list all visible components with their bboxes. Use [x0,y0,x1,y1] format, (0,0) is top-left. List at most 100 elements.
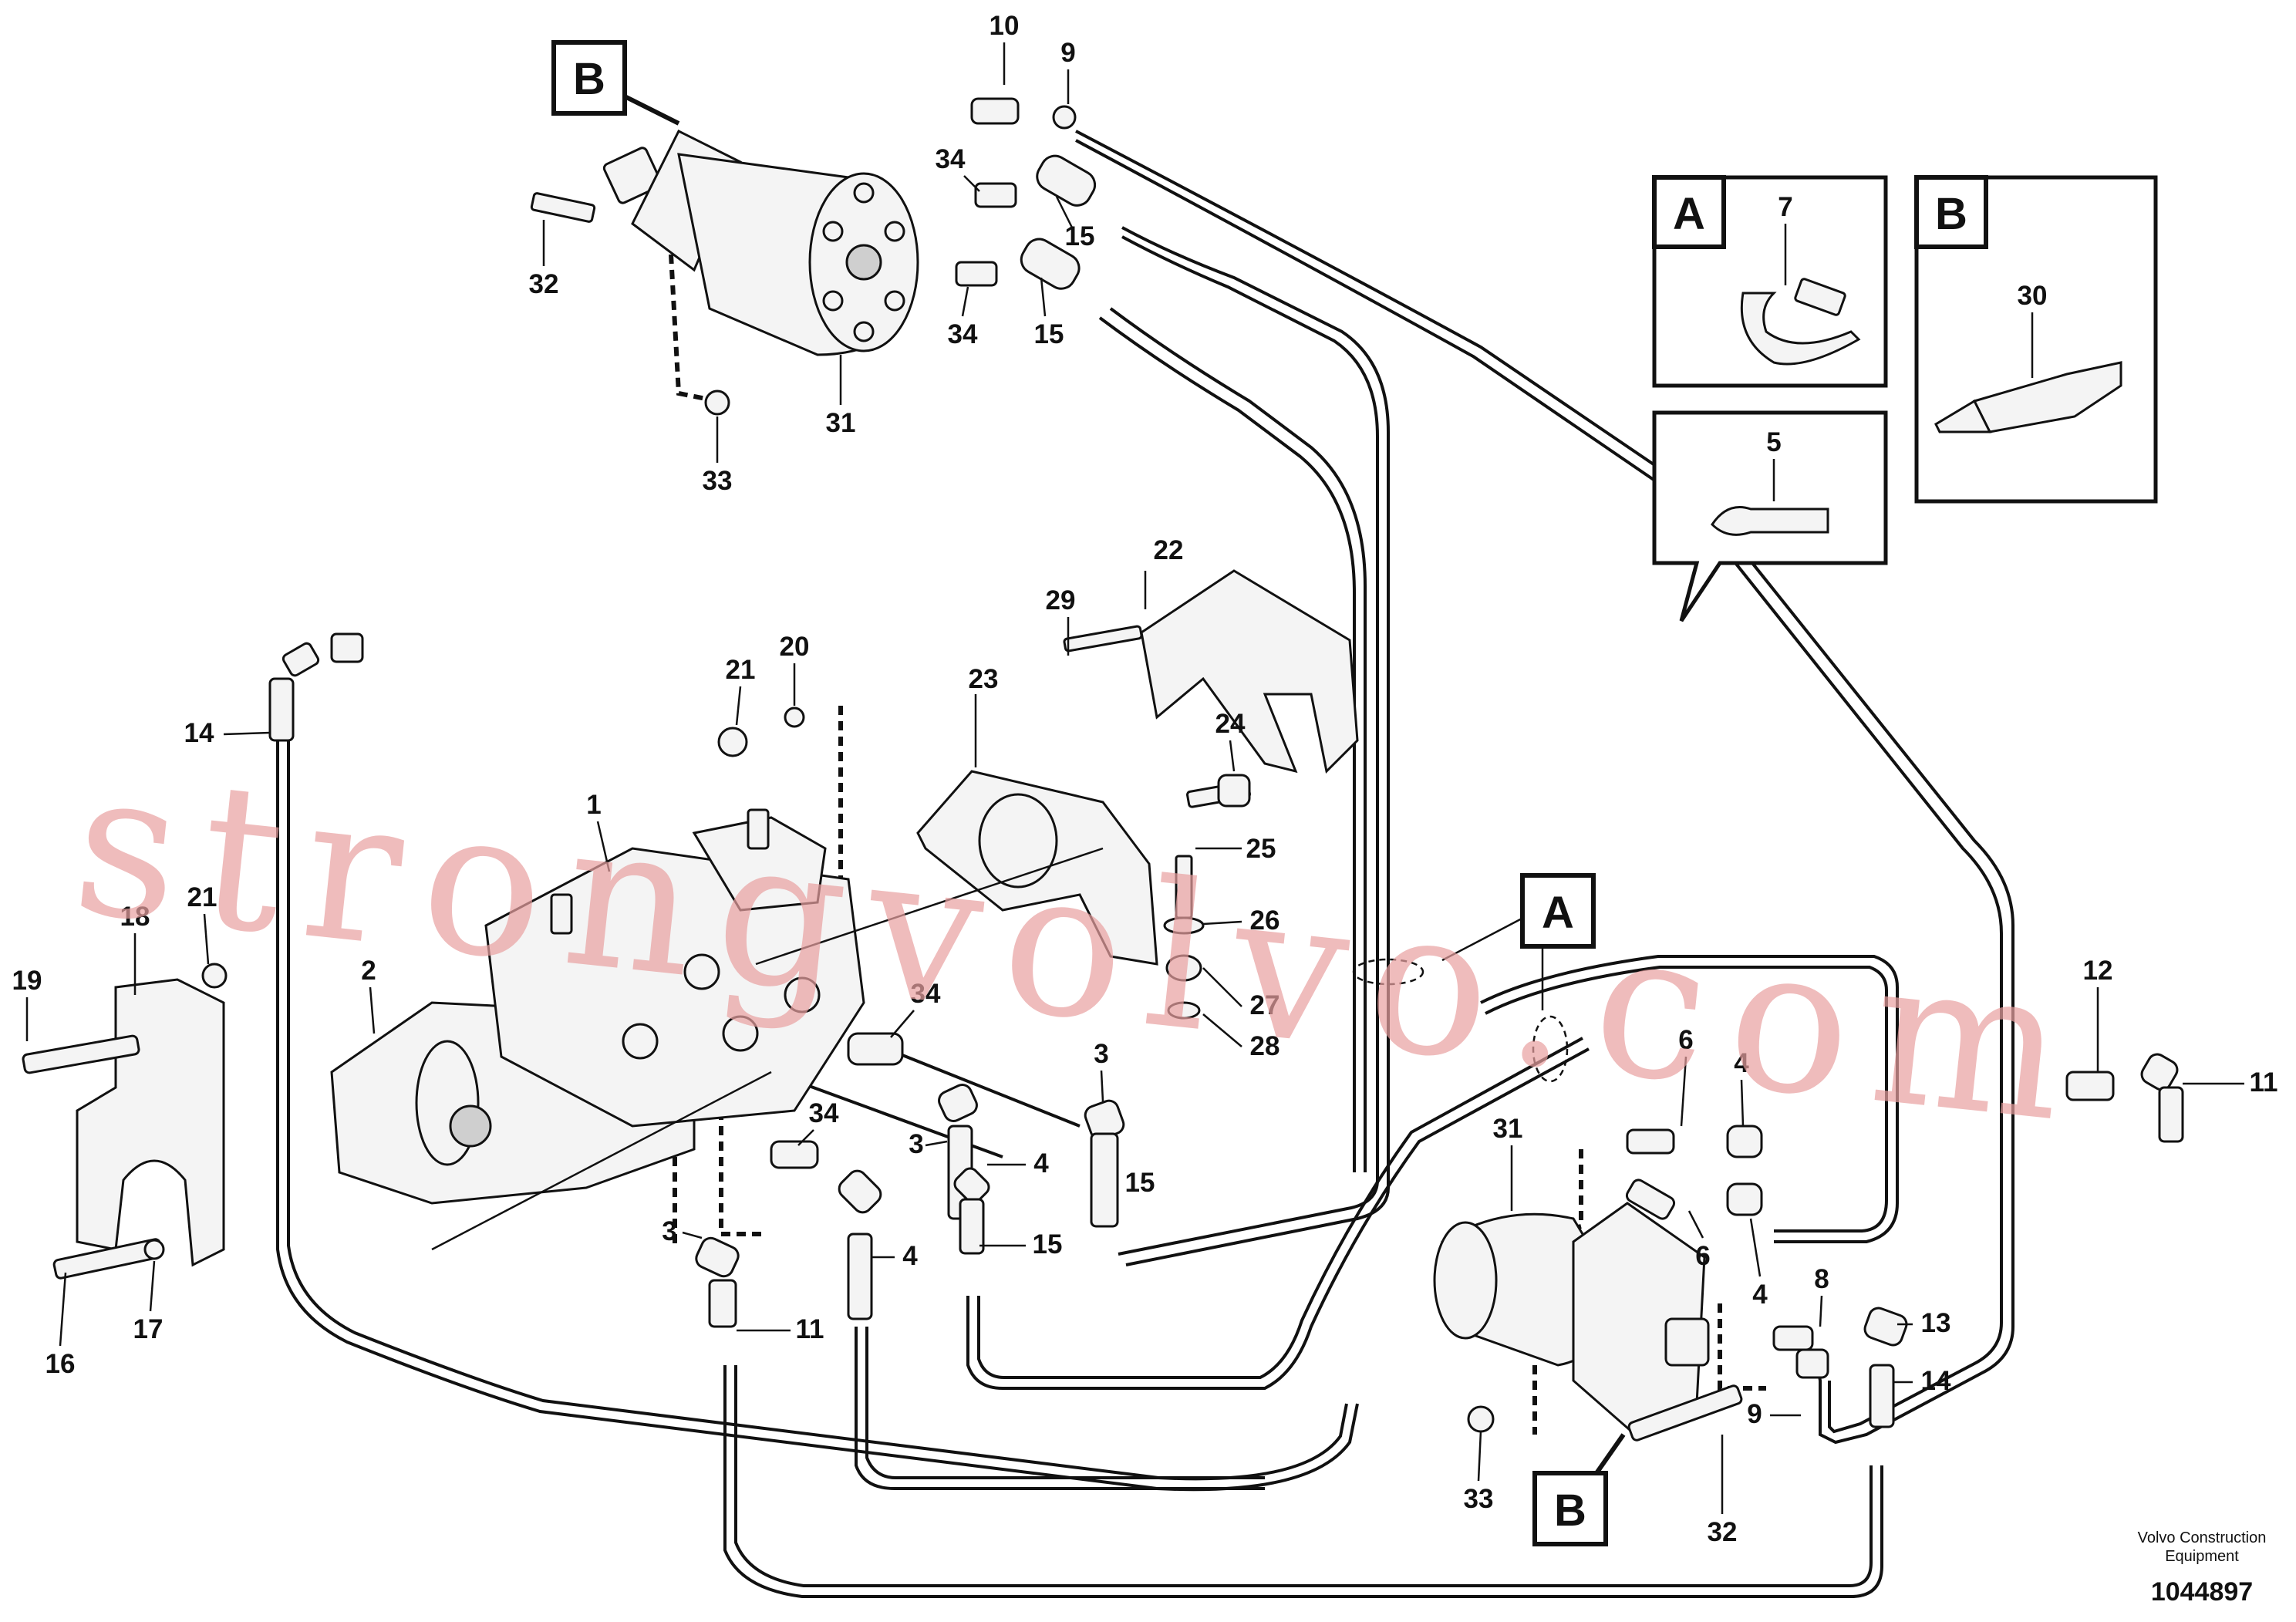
part-label-4: 4 [902,1241,918,1271]
part-label-31: 31 [826,408,856,438]
part-label-27: 27 [1250,990,1280,1020]
part-label-12: 12 [2083,956,2113,986]
part-label-1: 1 [586,790,601,820]
pipe-mid-loop [855,1327,1265,1490]
part-label-9: 9 [1060,38,1075,68]
part-label-32: 32 [1708,1517,1738,1547]
detail-a-part-number: 7 [1778,192,1792,222]
part-label-14: 14 [1921,1366,1951,1396]
pipe-mid-loop-b [865,1327,1265,1479]
part-label-6: 6 [1695,1241,1710,1271]
part-label-3: 3 [662,1216,676,1246]
part-label-13: 13 [1921,1308,1951,1338]
detail-b-letter: B [1935,189,1967,239]
pipe-motor-top-1 [1121,226,1390,1266]
pipe-motor-top-1b [1118,235,1379,1256]
part-label-18: 18 [120,902,150,932]
section-marker-ellipse-1 [1352,958,1424,986]
cable-tie-7 [1740,292,1861,366]
brand-line-2: Equipment [2165,1548,2239,1565]
part-label-21: 21 [726,655,756,685]
part-label-15: 15 [1065,221,1095,251]
part-label-16: 16 [46,1349,76,1379]
pump-fittings [695,706,1251,1328]
part-label-25: 25 [1246,834,1276,864]
detail-a-letter: A [1673,189,1705,239]
section-marker-ellipse-2 [1532,1015,1569,1083]
part-label-20: 20 [780,632,810,662]
detail-panel-b: B 30 [1914,175,2158,504]
pipe-right-run [966,1047,1590,1390]
pipe-upper-right-b [1485,966,1888,1233]
pipe-long-outer [1075,130,2014,1445]
callout-a-main-letter: A [1542,888,1574,938]
part-label-19: 19 [12,966,42,996]
part-label-31: 31 [1493,1114,1523,1144]
hydraulic-motor-top [602,129,919,356]
part-label-11: 11 [2250,1067,2278,1098]
part-label-32: 32 [529,269,559,299]
part-label-33: 33 [703,466,733,496]
part-label-28: 28 [1250,1031,1280,1061]
callout-b-top: B [551,40,680,126]
section-markers [1352,916,1569,1083]
dash-motor-top [669,254,718,403]
detail-5-part-number: 5 [1766,427,1781,457]
part-label-34: 34 [911,979,941,1009]
pipe-left-loop [276,740,1359,1492]
callout-b-bottom-letter: B [1554,1485,1586,1536]
part-number-labels: 10 9 34 15 34 15 32 31 33 22 29 23 24 25… [12,11,2278,1547]
detail-b-part-number: 30 [2018,281,2048,311]
pipe-right-run-b [977,1037,1583,1379]
part-label-33: 33 [1464,1484,1494,1514]
cable-tie-5 [1711,506,1829,536]
part-label-34: 34 [809,1098,839,1128]
part-label-23: 23 [969,664,999,694]
part-label-21: 21 [187,882,217,912]
part-label-4: 4 [1033,1148,1049,1179]
detail-panel-a: A 7 [1652,175,1888,388]
part-label-10: 10 [990,11,1020,41]
pipe-bottom-loop-b [734,1365,1873,1587]
callout-b-top-letter: B [573,54,605,104]
part-label-2: 2 [361,956,376,986]
dash-motor-bottom-3 [1718,1303,1766,1391]
part-label-8: 8 [1814,1264,1829,1294]
brand-line-1: Volvo Construction [2138,1529,2267,1546]
part-label-34: 34 [936,144,966,174]
hydraulic-motor-bottom [1433,1053,2184,1442]
main-pump-assembly [330,808,1104,1251]
part-label-4: 4 [1752,1280,1768,1310]
part-label-3: 3 [909,1129,923,1159]
part-label-29: 29 [1046,585,1076,615]
part-label-26: 26 [1250,905,1280,936]
callout-b-bottom: B [1532,1433,1626,1546]
part-label-15: 15 [1125,1168,1155,1198]
pipe-bottom-loop [723,1365,1883,1598]
part-label-6: 6 [1678,1025,1693,1055]
footer: Volvo Construction Equipment 1044897 [2138,1529,2267,1607]
pipe-motor-top-2 [1109,307,1367,1172]
dash-pump-bottom-2 [719,1064,764,1236]
part-label-22: 22 [1154,535,1184,565]
part-label-15: 15 [1034,319,1064,349]
part-label-3: 3 [1094,1039,1108,1069]
part-label-15: 15 [1033,1229,1063,1259]
part-label-14: 14 [184,718,214,748]
part-label-11: 11 [796,1314,824,1344]
document-number: 1044897 [2151,1577,2253,1607]
pipe-left-loop-b [287,740,1348,1481]
part-label-4: 4 [1734,1048,1749,1078]
callout-a-main: A [1520,873,1596,949]
part-label-34: 34 [948,319,978,349]
hose-top-left [268,632,364,742]
part-label-9: 9 [1747,1399,1762,1429]
detail-panel-5: 5 [1652,410,1888,622]
pipe-runs [276,130,2014,1598]
pipe-upper-right [1480,955,1899,1243]
pipe-long-outer-b [1075,139,2003,1434]
pipe-motor-top-2b [1098,316,1356,1172]
part-label-24: 24 [1215,709,1246,739]
left-bracket [22,963,228,1280]
